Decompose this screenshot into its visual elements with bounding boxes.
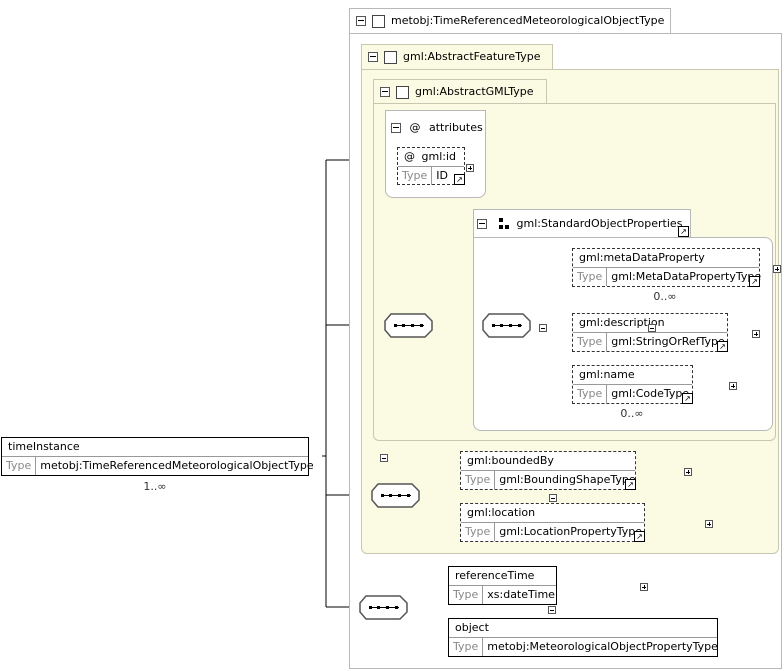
collapse-toggle-icon[interactable] xyxy=(368,52,378,62)
reference-time-name: referenceTime xyxy=(455,569,535,582)
expand-toggle-icon[interactable] xyxy=(752,330,760,338)
external-link-arrow-icon[interactable]: ↗ xyxy=(749,276,760,287)
external-link-arrow-icon[interactable]: ↗ xyxy=(717,341,728,352)
type-label: Type xyxy=(573,268,608,286)
abstract-feature-label: gml:AbstractFeatureType xyxy=(403,50,541,63)
standard-props-label: gml:StandardObjectProperties xyxy=(516,217,683,230)
group-reference-icon xyxy=(498,218,511,230)
bounded-by-type: gml:BoundingShapeType xyxy=(499,473,636,486)
attributes-label: attributes xyxy=(429,121,483,134)
expand-toggle-icon[interactable] xyxy=(728,382,737,390)
collapse-toggle-icon[interactable] xyxy=(548,606,556,614)
gml-name-name: gml:name xyxy=(579,368,635,381)
collapse-toggle-icon[interactable] xyxy=(477,219,487,229)
meta-data-property-type: gml:MetaDataPropertyType xyxy=(611,270,762,283)
type-label: Type xyxy=(461,471,496,489)
expand-toggle-icon[interactable] xyxy=(466,164,474,172)
collapse-toggle-icon[interactable] xyxy=(391,123,401,133)
collapse-toggle-icon[interactable] xyxy=(356,16,366,26)
reference-time-type: xs:dateTime xyxy=(487,588,555,601)
object-type: metobj:MeteorologicalObjectPropertyType xyxy=(487,640,718,653)
standard-props-tab: gml:StandardObjectProperties ↗ xyxy=(473,209,691,237)
collapse-toggle-icon[interactable] xyxy=(548,494,557,502)
time-instance-cardinality: 1..∞ xyxy=(143,480,167,493)
sequence-compositor-icon[interactable] xyxy=(384,313,434,338)
gml-name-cardinality: 0..∞ xyxy=(620,407,644,420)
collapse-toggle-icon[interactable] xyxy=(380,454,388,462)
gml-id-type: ID xyxy=(436,169,448,182)
time-instance-name: timeInstance xyxy=(8,440,80,453)
meta-data-property-cardinality: 0..∞ xyxy=(653,290,677,303)
outer-type-label: metobj:TimeReferencedMeteorologicalObjec… xyxy=(391,14,665,27)
abstract-gml-label: gml:AbstractGMLType xyxy=(415,85,534,98)
outer-type-tab: metobj:TimeReferencedMeteorologicalObjec… xyxy=(349,8,671,34)
external-link-arrow-icon[interactable]: ↗ xyxy=(682,393,693,404)
description-name: gml:description xyxy=(579,316,665,329)
type-label: Type xyxy=(573,385,608,403)
external-link-arrow-icon[interactable]: ↗ xyxy=(625,479,636,490)
time-instance-type: metobj:TimeReferencedMeteorologicalObjec… xyxy=(40,459,314,472)
expand-toggle-icon[interactable] xyxy=(772,265,781,273)
type-label: Type xyxy=(398,167,433,185)
at-symbol-icon: @ xyxy=(404,150,415,163)
bounded-by-name: gml:boundedBy xyxy=(467,454,554,467)
type-label: Type xyxy=(2,457,37,475)
object-name: object xyxy=(455,621,489,634)
external-link-arrow-icon[interactable]: ↗ xyxy=(678,226,689,237)
sequence-compositor-icon[interactable] xyxy=(482,313,532,338)
expand-toggle-icon[interactable] xyxy=(704,520,713,528)
collapse-toggle-icon[interactable] xyxy=(648,324,656,332)
expand-toggle-icon[interactable] xyxy=(639,583,648,591)
collapse-toggle-icon[interactable] xyxy=(380,87,390,97)
location-name: gml:location xyxy=(467,506,536,519)
type-label: Type xyxy=(461,523,496,541)
gml-name-type: gml:CodeType xyxy=(611,387,690,400)
type-checkbox-icon xyxy=(384,50,397,64)
external-link-arrow-icon[interactable]: ↗ xyxy=(634,531,645,542)
gml-id-name: gml:id xyxy=(421,150,457,163)
at-symbol-icon: @ xyxy=(409,121,421,134)
type-label: Type xyxy=(449,586,484,604)
type-label: Type xyxy=(573,333,608,351)
abstract-gml-tab: gml:AbstractGMLType xyxy=(373,79,547,105)
sequence-compositor-icon[interactable] xyxy=(359,595,409,620)
sequence-compositor-icon[interactable] xyxy=(371,483,421,508)
meta-data-property-name: gml:metaDataProperty xyxy=(579,251,705,264)
external-link-arrow-icon[interactable]: ↗ xyxy=(454,174,465,185)
expand-toggle-icon[interactable] xyxy=(684,468,692,476)
type-checkbox-icon xyxy=(372,14,385,28)
abstract-feature-tab: gml:AbstractFeatureType xyxy=(361,44,553,70)
location-type: gml:LocationPropertyType xyxy=(499,525,643,538)
type-checkbox-icon xyxy=(396,85,409,99)
description-type: gml:StringOrRefType xyxy=(611,335,725,348)
type-label: Type xyxy=(449,638,484,656)
collapse-toggle-icon[interactable] xyxy=(538,324,547,332)
